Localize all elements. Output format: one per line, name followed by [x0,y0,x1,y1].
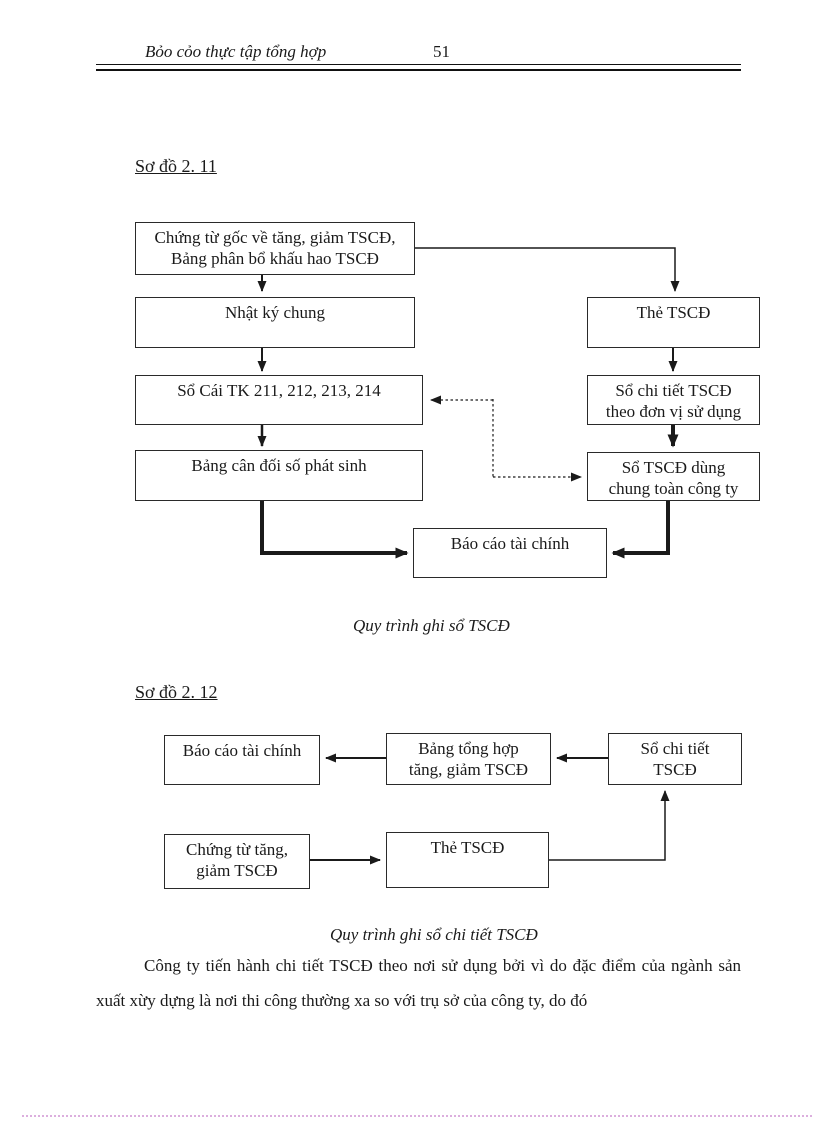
diagram2-label: Sơ đồ 2. 12 [135,682,218,702]
box-asset-card: Thẻ TSCĐ [587,297,760,348]
header-title: Bỏo cỏo thực tập tổng hợp [145,42,327,61]
box-detail-book: Sổ chi tiết TSCĐ [608,733,742,785]
arrow-card-to-detailbook [549,790,670,861]
arrow-balance-to-report [260,501,409,559]
page-number: 51 [433,42,450,61]
box-source-documents: Chứng từ gốc về tăng, giảm TSCĐ, Bảng ph… [135,222,415,275]
box-financial-report-2: Báo cáo tài chính [164,735,320,785]
arrow-company-book-to-report [611,501,670,559]
box-general-journal: Nhật ký chung [135,297,415,348]
box-general-ledger: Sổ Cái TK 211, 212, 213, 214 [135,375,423,425]
box-asset-card-2: Thẻ TSCĐ [386,832,549,888]
header-rule [96,64,741,71]
body-paragraph: Công ty tiến hành chi tiết TSCĐ theo nơi… [96,956,741,1010]
diagram2-caption: Quy trình ghi sổ chi tiết TSCĐ [330,925,538,944]
box-asset-detail-book: Sổ chi tiết TSCĐ theo đơn vị sử dụng [587,375,760,425]
box-increase-decrease-docs: Chứng từ tăng, giảm TSCĐ [164,834,310,889]
box-trial-balance: Bảng cân đối số phát sinh [135,450,423,501]
diagram1-label: Sơ đồ 2. 11 [135,156,217,176]
box-company-asset-book: Sổ TSCĐ dùng chung toàn công ty [587,452,760,501]
box-summary-table: Bảng tổng hợp tăng, giảm TSCĐ [386,733,551,785]
diagram1-caption: Quy trình ghi sổ TSCĐ [353,616,510,635]
box-financial-report: Báo cáo tài chính [413,528,607,578]
arrow-source-to-card [415,247,680,292]
bottom-dotted-rule [22,1115,812,1117]
